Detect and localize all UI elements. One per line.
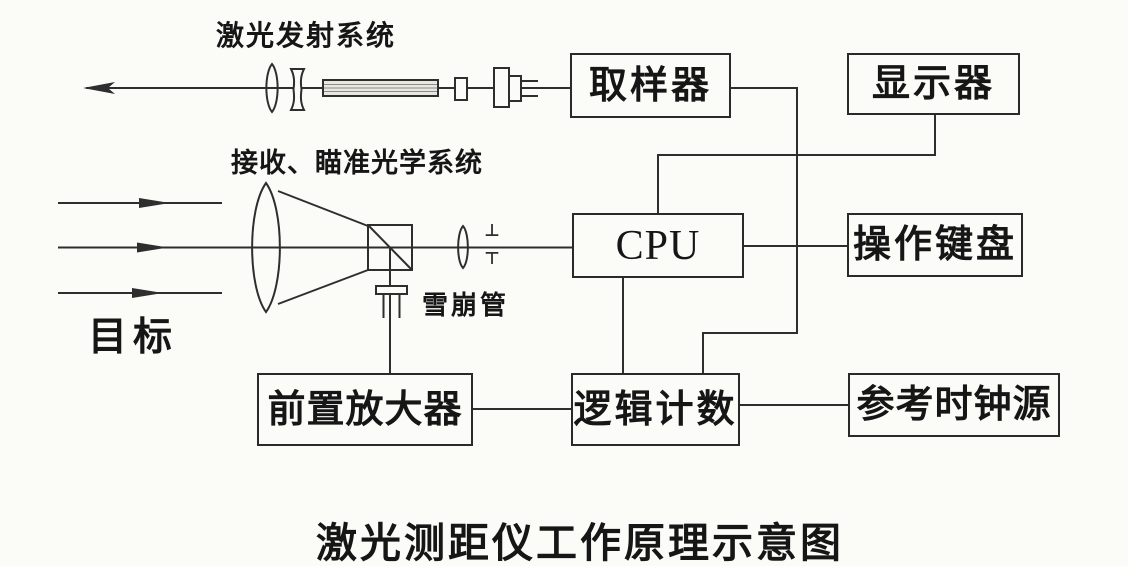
target-arrowhead-bottom <box>132 288 163 298</box>
laser-diode-body <box>493 67 510 108</box>
beam-cone-top <box>277 190 369 227</box>
emission-arrowhead-left <box>83 82 115 94</box>
block-logic-counter: 逻辑计数 <box>571 373 740 446</box>
label-laser-emission-system: 激光发射系统 <box>216 21 397 52</box>
emission-concave-lens <box>289 68 306 111</box>
diagram-caption: 激光测距仪工作原理示意图 <box>316 520 844 566</box>
block-sampler: 取样器 <box>570 53 731 118</box>
avalanche-diode-legs <box>382 294 401 318</box>
block-reference-clock-source: 参考时钟源 <box>848 373 1060 437</box>
label-avalanche-tube: 雪崩管 <box>422 291 510 320</box>
laser-diode-cap <box>508 75 522 102</box>
block-preamplifier: 前置放大器 <box>257 373 473 446</box>
label-receive-aiming-optics: 接收、瞄准光学系统 <box>231 148 483 178</box>
conn-sampler-to-logic <box>702 87 798 373</box>
reticle-mark-upper: ⊥ <box>484 221 500 241</box>
reticle-mark-lower: ⊤ <box>484 249 500 269</box>
target-arrowhead-middle <box>137 242 168 253</box>
block-display: 显示器 <box>847 53 1020 115</box>
receiver-objective-lens <box>251 181 281 314</box>
avalanche-diode-flange <box>375 285 408 295</box>
label-target: 目标 <box>88 316 179 359</box>
beam-cone-bottom <box>277 269 369 305</box>
laser-rod-hatching <box>324 84 437 92</box>
q-switch-element <box>454 77 468 101</box>
conn-display-to-cpu <box>657 115 936 213</box>
block-cpu: CPU <box>572 213 744 278</box>
laser-diode-pins <box>521 80 538 97</box>
emission-convex-lens <box>265 62 279 114</box>
relay-lens <box>457 224 469 270</box>
block-operation-keyboard: 操作键盘 <box>847 213 1023 277</box>
target-arrowhead-top <box>139 198 170 208</box>
